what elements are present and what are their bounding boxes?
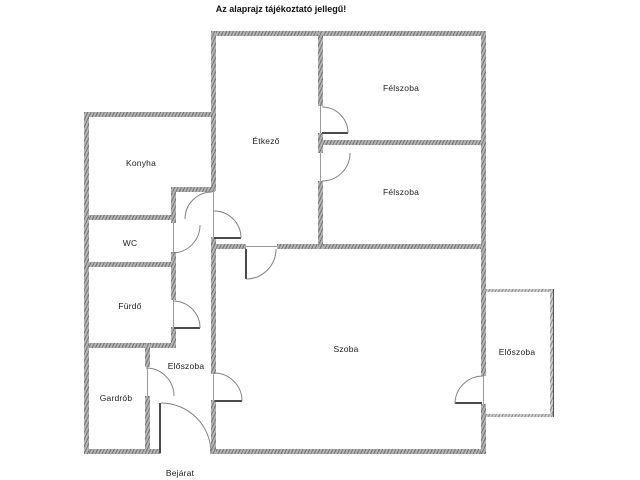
room-label-furdo: Fürdő (118, 301, 142, 311)
wall-felszoba-divider (318, 140, 484, 145)
room-label-eloszoba-right: Előszoba (498, 347, 536, 357)
wall-balcony-right (550, 289, 554, 417)
wall-central-lower (211, 400, 216, 454)
door-leaf-szoba-etkezo (245, 249, 247, 279)
door-leaf-balcony (455, 402, 482, 404)
wall-wc-right-1 (171, 187, 176, 223)
doorline-szoba-top (246, 246, 277, 247)
wall-wc-right-3 (171, 327, 176, 348)
door-arc-gardrob (145, 367, 175, 397)
wall-furdo-bottom (84, 343, 175, 348)
wall-left (84, 112, 89, 454)
room-label-felszoba-upper: Félszoba (382, 83, 420, 93)
door-arc-szoba-etkezo (245, 248, 277, 280)
doorline-felszoba-lower (320, 153, 321, 181)
wall-hall-top (171, 187, 215, 192)
wall-felszoba-left-1 (318, 31, 323, 106)
room-label-eloszoba-hall: Előszoba (167, 361, 205, 371)
wall-felszoba-left-3 (318, 181, 323, 249)
door-leaf-bejarat (159, 403, 161, 453)
door-leaf-szoba-hall (215, 400, 242, 402)
door-arc-etkezo (213, 210, 242, 239)
wall-wc-right-2 (171, 252, 176, 300)
wall-szoba-top-right (277, 244, 486, 249)
wall-wc-bottom (84, 262, 175, 267)
wall-central-upper (211, 31, 216, 191)
door-leaf-etkezo (214, 237, 241, 239)
door-arc-bejarat (160, 402, 212, 454)
wall-balcony-bottom (486, 414, 553, 417)
door-arc-balcony (454, 375, 484, 405)
room-label-felszoba-lower: Félszoba (382, 187, 420, 197)
wall-konyha-bottom (84, 215, 175, 220)
doorline-balcony (483, 376, 484, 404)
door-leaf-felszoba-upper (322, 132, 348, 134)
wall-gardrob-right-2 (145, 396, 150, 454)
wall-konyha-top (84, 112, 215, 117)
doorline-hall (213, 191, 214, 237)
doorline-szoba-hall (213, 374, 214, 400)
wall-gardrob-right-1 (145, 343, 150, 367)
door-arc-felszoba-upper (321, 106, 349, 134)
doorline-felszoba-upper (320, 106, 321, 133)
door-arc-furdo (172, 300, 201, 329)
room-label-bejarat: Bejárat (165, 468, 195, 478)
wall-bottom-right (210, 449, 486, 454)
wall-felszoba-left-2 (318, 133, 323, 153)
door-leaf-furdo (174, 327, 200, 329)
doorline-wc (173, 223, 174, 252)
room-label-szoba: Szoba (333, 344, 359, 354)
wall-balcony-top (486, 289, 553, 292)
wall-right-lower (481, 404, 486, 454)
door-arc-szoba-hall (213, 372, 243, 402)
room-label-etkezo: Étkező (252, 136, 280, 146)
wall-right-upper (481, 31, 486, 376)
door-arc-felszoba-lower (321, 152, 351, 182)
room-label-wc: WC (122, 238, 138, 248)
wall-central-mid (211, 237, 216, 374)
room-label-konyha: Konyha (125, 158, 157, 168)
room-label-gardrob: Gardrób (99, 393, 133, 403)
plan-title: Az alaprajz tájékoztató jellegű! (215, 4, 347, 14)
doorline-gardrob (147, 367, 148, 396)
doorline-furdo (173, 300, 174, 327)
wall-bottom-left (84, 449, 161, 454)
wall-top (213, 31, 486, 36)
wall-szoba-top-left (211, 244, 246, 249)
door-arc-hall (184, 191, 213, 220)
door-arc-wc (171, 224, 201, 254)
